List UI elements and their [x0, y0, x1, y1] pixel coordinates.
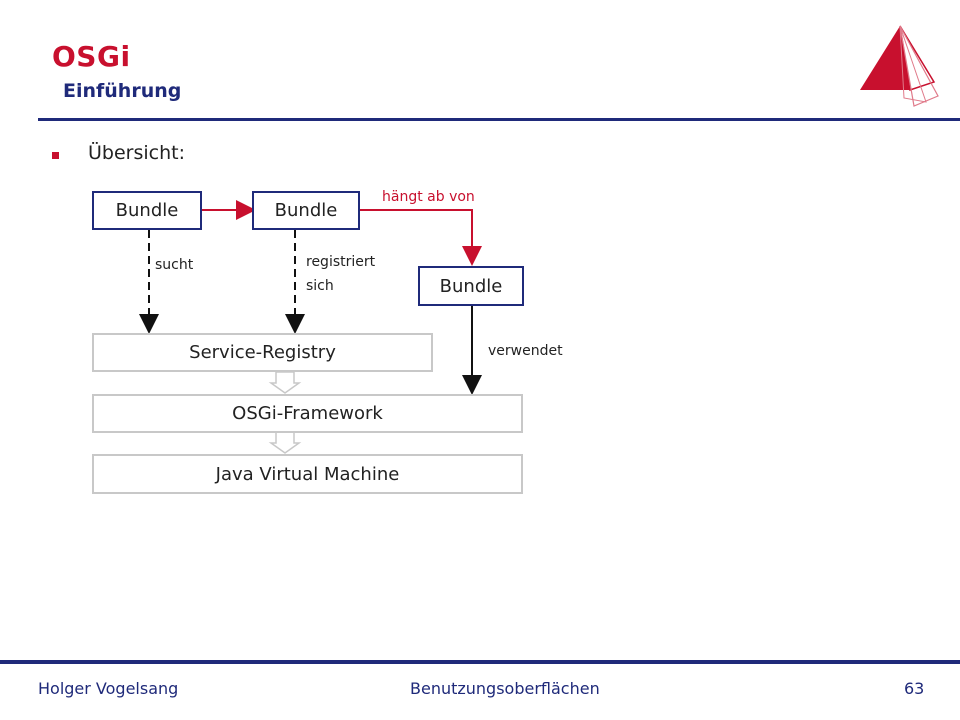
header-divider	[38, 118, 960, 121]
osgi-framework: OSGi-Framework	[92, 394, 523, 433]
label-haengt-ab-von: hängt ab von	[382, 189, 475, 205]
java-virtual-machine: Java Virtual Machine	[92, 454, 523, 494]
footer-divider	[0, 660, 960, 664]
label-sich: sich	[306, 278, 334, 294]
red-triangle-logo-icon	[860, 25, 939, 107]
footer-page-number: 63	[904, 679, 925, 698]
bundle-a: Bundle	[92, 191, 202, 230]
label-sucht: sucht	[155, 257, 194, 273]
label-registriert: registriert	[306, 254, 376, 270]
bundle-b: Bundle	[252, 191, 360, 230]
bullet-overview: Übersicht:	[88, 142, 185, 164]
label-verwendet: verwendet	[488, 343, 563, 359]
arrow-bundle-b-depends-on-bundle-c	[360, 209, 482, 266]
service-registry: Service-Registry	[92, 333, 433, 372]
slide-subtitle: Einführung	[63, 80, 182, 102]
layer-arrow-framework-to-jvm	[268, 431, 302, 454]
footer-author: Holger Vogelsang	[38, 679, 179, 698]
bundle-c: Bundle	[418, 266, 524, 306]
square-bullet-icon	[52, 152, 59, 159]
slide-title: OSGi	[52, 40, 131, 73]
footer-course: Benutzungsoberflächen	[410, 679, 600, 698]
layer-arrow-registry-to-framework	[268, 371, 302, 394]
